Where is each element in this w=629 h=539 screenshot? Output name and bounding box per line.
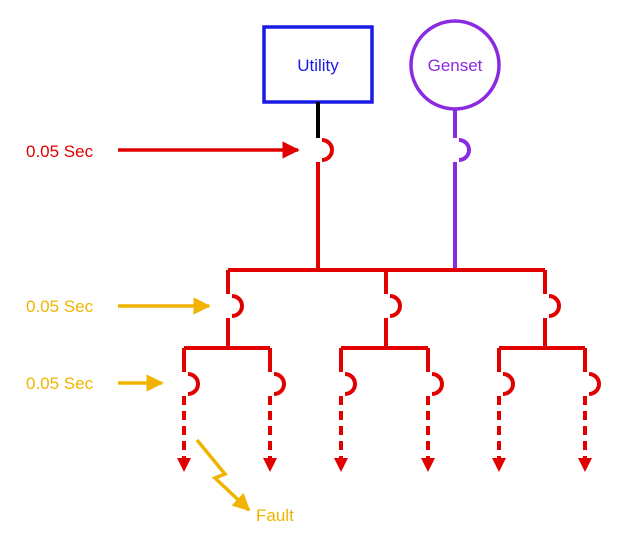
outgoing-circuit-arrow-icon: [421, 458, 435, 472]
main-breaker-time-label: 0.05 Sec: [26, 142, 94, 161]
outgoing-circuit-arrow-icon: [263, 458, 277, 472]
genset-label: Genset: [428, 56, 483, 75]
outgoing-circuit-arrow-icon: [334, 458, 348, 472]
feeder-breaker: [384, 270, 402, 348]
genset-breaker: [453, 109, 471, 270]
utility-label: Utility: [297, 56, 339, 75]
branch-breaker: [334, 348, 357, 472]
utility-source: Utility: [262, 25, 374, 104]
branch-breaker: [578, 348, 601, 472]
feeder-breaker-time-label: 0.05 Sec: [26, 297, 94, 316]
branch-breaker: [421, 348, 444, 472]
outgoing-circuit-arrow-icon: [492, 458, 506, 472]
branch-breaker: [263, 348, 286, 472]
main-breaker: [316, 138, 334, 270]
outgoing-circuit-arrow-icon: [177, 458, 191, 472]
fault-label: Fault: [256, 506, 294, 525]
fault-lightning-icon: [195, 438, 251, 512]
outgoing-circuit-arrow-icon: [578, 458, 592, 472]
genset-source: Genset: [409, 19, 501, 111]
branch-breaker-time-label: 0.05 Sec: [26, 374, 94, 393]
branch-breaker: [177, 348, 200, 472]
feeder-breaker: [226, 270, 244, 348]
feeder-breaker: [543, 270, 561, 348]
branch-breaker: [492, 348, 515, 472]
